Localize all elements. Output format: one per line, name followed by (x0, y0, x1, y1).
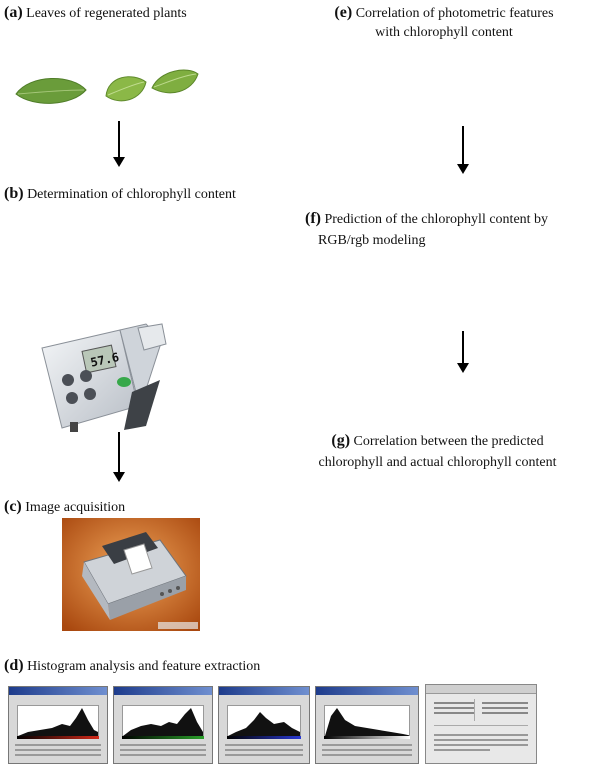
arrow-b-to-c (113, 432, 125, 482)
histogram-panel-blue (218, 686, 310, 764)
histogram-panel-green (113, 686, 213, 764)
meter-reading: 57.6 (89, 350, 120, 370)
leaf-1 (15, 78, 87, 104)
leaves-image (15, 69, 199, 104)
leaf-2 (105, 76, 147, 102)
color-info-panel (425, 684, 537, 764)
step-g-label: (g) Correlation between the predicted ch… (318, 432, 557, 470)
arrow-a-to-b (113, 121, 125, 167)
step-a-label: (a) Leaves of regenerated plants (4, 4, 187, 21)
histogram-panel-red (8, 686, 108, 764)
leaf-3 (151, 69, 199, 94)
arrow-f-to-g (457, 331, 469, 373)
step-d-label: (d) Histogram analysis and feature extra… (4, 657, 261, 674)
scanner-image (62, 518, 200, 631)
step-b-label: (b) Determination of chlorophyll content (4, 185, 236, 202)
histogram-panel-luminosity (315, 686, 419, 764)
chlorophyll-meter-image: 57.6 (41, 323, 167, 432)
arrow-e-to-f (457, 126, 469, 174)
step-c-label: (c) Image acquisition (4, 498, 126, 515)
step-e-label: (e) Correlation of photometric features … (334, 4, 554, 40)
step-f-label: (f) Prediction of the chlorophyll conten… (305, 210, 549, 248)
